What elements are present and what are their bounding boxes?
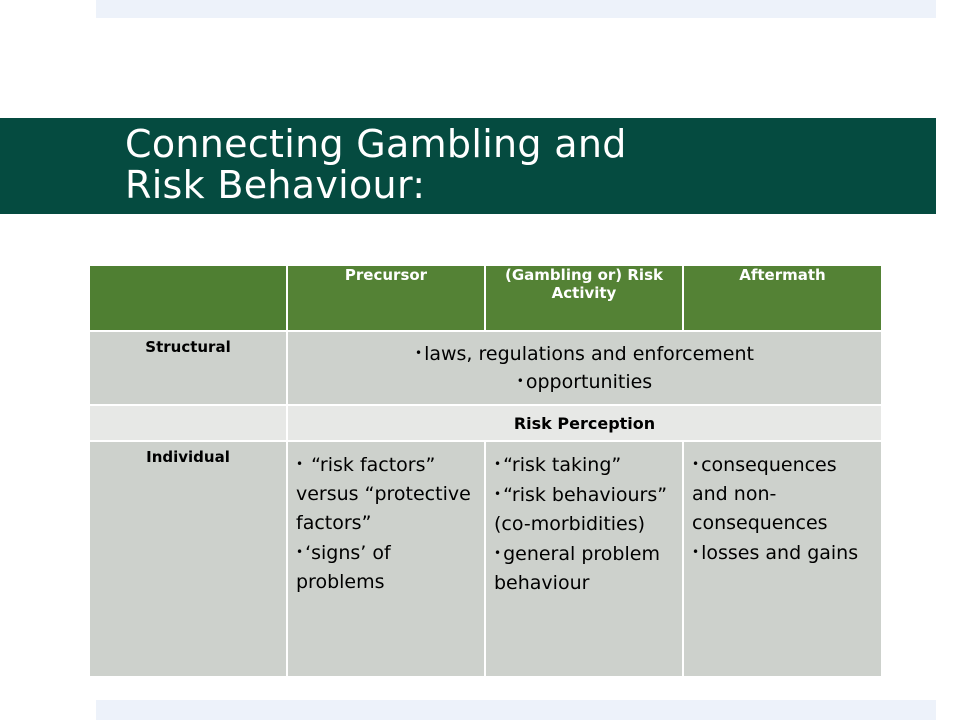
table-row-structural: Structural •laws, regulations and enforc…	[88, 330, 883, 406]
bullet-icon: •	[494, 487, 502, 501]
list-item: •“risk behaviours” (co-morbidities)	[494, 484, 668, 535]
risk-framework-table: Precursor (Gambling or) Risk Activity Af…	[88, 264, 883, 678]
bullet-icon: •	[414, 346, 423, 360]
table-row-individual: Individual • “risk factors” versus “prot…	[88, 440, 883, 678]
risk-perception-empty-cell	[88, 404, 288, 442]
list-item: •general problem behaviour	[494, 543, 660, 594]
header-cell-empty	[88, 264, 288, 332]
bullet-icon: •	[296, 457, 304, 471]
title-line-1: Connecting Gambling and	[125, 122, 627, 166]
header-risk-activity: (Gambling or) Risk Activity	[484, 264, 684, 332]
risk-perception-label: Risk Perception	[286, 404, 883, 442]
table-row-risk-perception: Risk Perception	[88, 404, 883, 442]
individual-aftermath-cell: •consequences and non-consequences •loss…	[682, 440, 883, 678]
bullet-icon: •	[692, 457, 700, 471]
individual-precursor-cell: • “risk factors” versus “protective fact…	[286, 440, 486, 678]
structural-item: •laws, regulations and enforcement	[414, 343, 754, 365]
bullet-icon: •	[494, 546, 502, 560]
header-aftermath: Aftermath	[682, 264, 883, 332]
list-item: •losses and gains	[692, 542, 859, 564]
list-item: •consequences and non-consequences	[692, 454, 837, 534]
title-banner	[0, 118, 936, 214]
bottom-accent-bar	[96, 700, 936, 720]
structural-item: •opportunities	[516, 371, 653, 393]
top-accent-bar	[96, 0, 936, 18]
table-header-row: Precursor (Gambling or) Risk Activity Af…	[88, 264, 883, 332]
bullet-icon: •	[692, 545, 700, 559]
row-label-structural: Structural	[88, 330, 288, 406]
title-line-2: Risk Behaviour:	[125, 163, 426, 207]
structural-items: •laws, regulations and enforcement •oppo…	[286, 330, 883, 406]
header-precursor: Precursor	[286, 264, 486, 332]
bullet-icon: •	[296, 545, 304, 559]
list-item: •‘signs’ of problems	[296, 542, 391, 593]
bullet-icon: •	[494, 457, 502, 471]
bullet-icon: •	[516, 374, 524, 388]
slide-title: Connecting Gambling and Risk Behaviour:	[125, 124, 825, 206]
list-item: •“risk taking”	[494, 454, 622, 476]
row-label-individual: Individual	[88, 440, 288, 678]
list-item: • “risk factors” versus “protective fact…	[296, 454, 471, 534]
individual-activity-cell: •“risk taking” •“risk behaviours” (co-mo…	[484, 440, 684, 678]
